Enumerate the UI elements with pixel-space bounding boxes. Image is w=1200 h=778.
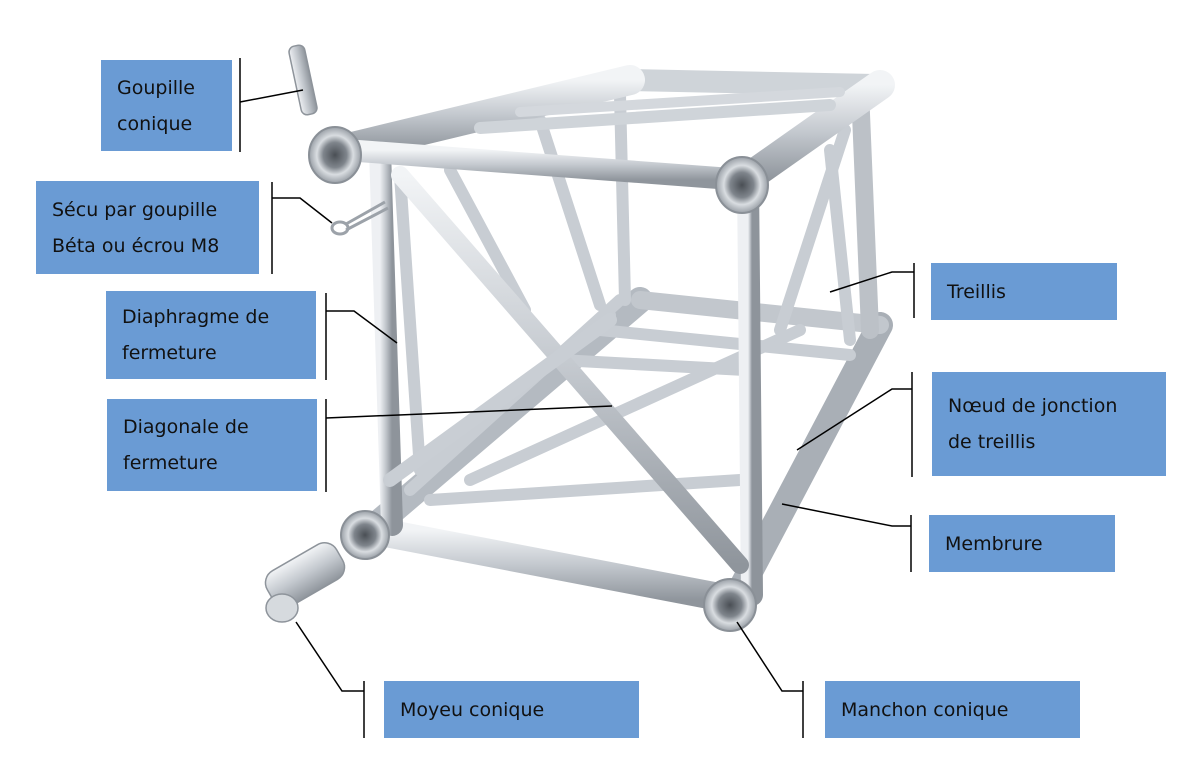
- label-line: de treillis: [948, 431, 1036, 453]
- label-line: Manchon conique: [841, 698, 1009, 721]
- chord-top-right: [730, 70, 895, 195]
- label-membrure: Membrure: [929, 515, 1115, 572]
- label-goupille-conique: Goupille conique: [101, 60, 232, 151]
- label-manchon-conique: Manchon conique: [825, 681, 1080, 738]
- leader-lines: [239, 58, 915, 738]
- chord-bottom-front: [356, 516, 749, 614]
- beta-clip: [330, 200, 389, 236]
- tube-end-bottom-right: [703, 578, 757, 632]
- label-noeud-jonction: Nœud de jonction de treillis: [932, 372, 1166, 476]
- label-line: Treillis: [947, 280, 1006, 303]
- label-diaphragme: Diaphragme de fermeture: [106, 291, 316, 379]
- tube-end-top-right: [715, 156, 769, 214]
- label-line: conique: [117, 112, 193, 135]
- conical-pin: [288, 44, 318, 116]
- post-front-right: [737, 169, 763, 606]
- label-diagonale: Diagonale de fermeture: [107, 399, 317, 491]
- label-line: fermeture: [123, 452, 218, 474]
- label-line: fermeture: [122, 342, 217, 364]
- chord-top-back: [619, 69, 886, 96]
- label-line: Béta ou écrou M8: [52, 234, 220, 257]
- tube-end-bottom-left: [340, 510, 390, 560]
- label-moyeu-conique: Moyeu conique: [384, 681, 639, 738]
- label-line: Goupille: [117, 76, 195, 99]
- label-line: Sécu par goupille: [52, 198, 218, 221]
- label-treillis: Treillis: [931, 263, 1117, 320]
- diagonal-closing: [391, 166, 749, 574]
- label-line: Diagonale de: [123, 416, 249, 438]
- label-line: Membrure: [945, 532, 1043, 555]
- chord-top-front: [334, 139, 756, 191]
- label-line: Nœud de jonction: [948, 395, 1118, 417]
- chord-top-left: [325, 65, 645, 165]
- truss-frame: [308, 65, 895, 632]
- label-secu-goupille: Sécu par goupille Béta ou écrou M8: [36, 181, 259, 274]
- conical-hub: [264, 542, 346, 623]
- tube-end-top-left: [308, 126, 362, 184]
- label-line: Diaphragme de: [122, 306, 270, 328]
- label-line: Moyeu conique: [400, 698, 545, 721]
